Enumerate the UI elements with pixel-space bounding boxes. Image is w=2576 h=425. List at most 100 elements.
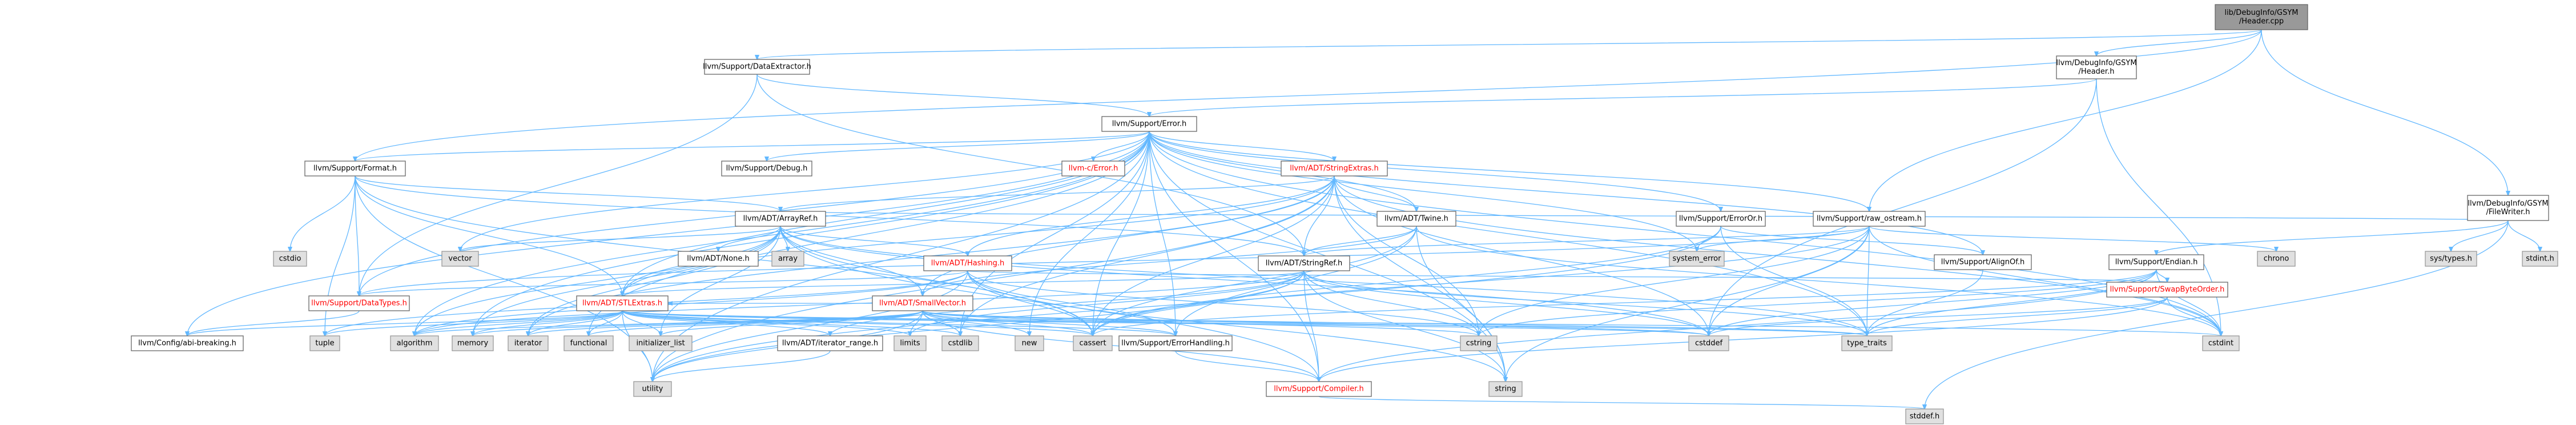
- node-debug[interactable]: llvm/Support/Debug.h: [721, 161, 812, 177]
- node-errorhandling[interactable]: llvm/Support/ErrorHandling.h: [1118, 335, 1233, 351]
- edge-smallvector-to-typetraits: [922, 310, 1867, 336]
- node-arrayref[interactable]: llvm/ADT/ArrayRef.h: [735, 211, 826, 227]
- node-errorh[interactable]: llvm/Support/ErrorOr.h: [1676, 211, 1766, 227]
- node-systemerror-label: system_error: [1673, 255, 1722, 263]
- node-rawostream-box: [1813, 211, 1926, 227]
- node-swapbyteorder[interactable]: llvm/Support/SwapByteOrder.h: [2106, 282, 2228, 298]
- edge-endian-to-cstdint: [2156, 269, 2221, 336]
- edge-errorh-to-utility: [653, 226, 1721, 382]
- node-filewriter[interactable]: llvm/DebugInfo/GSYM/FileWriter.h: [2467, 195, 2549, 221]
- edge-arrayref-to-vector: [460, 226, 781, 251]
- edge-stringref-to-utility: [653, 270, 1305, 382]
- node-gsymheader-label: /Header.h: [2079, 67, 2115, 76]
- edge-stlextras-to-cassert: [622, 310, 1093, 336]
- edge-root-to-filewriter: [2261, 29, 2508, 195]
- edge-filewriter-to-stddefh: [1925, 220, 2509, 409]
- edge-dataextractor-to-datatypes: [359, 74, 758, 296]
- node-swapbyteorder-label: llvm/Support/SwapByteOrder.h: [2110, 286, 2225, 294]
- node-datatypes[interactable]: llvm/Support/DataTypes.h: [308, 295, 410, 311]
- node-new: new: [1015, 335, 1044, 351]
- edge-stringextras-to-cstddef: [1334, 175, 1709, 336]
- node-stlextras-label: llvm/ADT/STLExtras.h: [582, 299, 662, 308]
- edge-format-to-cstdio: [290, 175, 356, 251]
- edge-root-to-dataextractor: [757, 29, 2262, 59]
- node-endian[interactable]: llvm/Support/Endian.h: [2108, 254, 2204, 270]
- edge-stringextras-to-stringref: [1304, 175, 1335, 256]
- edge-stlextras-to-iterator: [528, 310, 623, 336]
- node-cstdint: cstdint: [2202, 335, 2240, 351]
- edge-stlextras-to-errorhandling: [622, 310, 1176, 336]
- node-stddefh-label: stddef.h: [1910, 412, 1939, 421]
- node-smallvector[interactable]: llvm/ADT/SmallVector.h: [872, 295, 973, 311]
- edge-rawostream-to-stringref: [1304, 226, 1870, 256]
- edge-rawostream-to-cstddef: [1709, 226, 1870, 336]
- edge-smallvector-to-functional: [589, 310, 923, 336]
- edge-swapbyteorder-to-compiler: [1319, 296, 2168, 382]
- edge-arrayref-to-algorithm: [414, 226, 781, 336]
- edge-error-to-errorhandling: [1149, 131, 1176, 336]
- edge-stringextras-to-cstring: [1334, 175, 1479, 336]
- edge-stlextras-to-algorithm: [414, 310, 623, 336]
- node-cassert: cassert: [1073, 335, 1113, 351]
- node-twine[interactable]: llvm/ADT/Twine.h: [1376, 211, 1456, 227]
- node-endian-box: [2108, 254, 2204, 270]
- edge-stringextras-to-hashing: [968, 175, 1335, 256]
- edge-error-to-stringextras: [1149, 131, 1334, 161]
- node-initlist-label: initializer_list: [636, 339, 685, 348]
- node-gsymheader-label: llvm/DebugInfo/GSYM: [2056, 59, 2136, 67]
- node-cerror-box: [1061, 161, 1125, 177]
- node-utility: utility: [633, 381, 672, 397]
- node-arrayref-box: [735, 211, 826, 227]
- node-functional: functional: [564, 335, 614, 351]
- edge-errorh-to-alignof: [1720, 226, 1983, 255]
- edge-iterrange-to-utility: [653, 350, 831, 382]
- node-gsymheader[interactable]: llvm/DebugInfo/GSYM/Header.h: [2056, 55, 2137, 79]
- node-stringref[interactable]: llvm/ADT/StringRef.h: [1258, 255, 1350, 271]
- node-cstddef: cstddef: [1688, 335, 1729, 351]
- node-root-box: [2215, 4, 2308, 30]
- node-stringextras[interactable]: llvm/ADT/StringExtras.h: [1281, 161, 1388, 177]
- node-stlextras[interactable]: llvm/ADT/STLExtras.h: [576, 295, 669, 311]
- node-compiler[interactable]: llvm/Support/Compiler.h: [1266, 381, 1372, 397]
- node-dataextractor[interactable]: llvm/Support/DataExtractor.h: [703, 59, 811, 75]
- node-format[interactable]: llvm/Support/Format.h: [304, 161, 406, 177]
- node-none[interactable]: llvm/ADT/None.h: [678, 251, 759, 267]
- node-cstddef-box: [1688, 335, 1729, 351]
- edge-error-to-rawostream: [1149, 131, 1869, 211]
- edge-stlextras-to-limits: [622, 310, 910, 336]
- edge-error-to-cerror: [1093, 131, 1150, 161]
- edge-hashing-to-cassert: [967, 270, 1093, 336]
- edge-stlextras-to-memory: [473, 310, 623, 336]
- edge-error-to-systemerror: [1149, 131, 1697, 251]
- edge-smallvector-to-limits: [910, 310, 923, 336]
- edge-twine-to-smallvector: [923, 226, 1417, 296]
- node-rawostream[interactable]: llvm/Support/raw_ostream.h: [1813, 211, 1926, 227]
- edge-stringextras-to-twine: [1334, 175, 1416, 211]
- edge-smallvector-to-cstring: [922, 310, 1479, 336]
- edge-smallvector-to-cassert: [922, 310, 1093, 336]
- node-cerror[interactable]: llvm-c/Error.h: [1061, 161, 1125, 177]
- node-configbreaking-box: [131, 335, 244, 351]
- node-hashing[interactable]: llvm/ADT/Hashing.h: [923, 255, 1012, 271]
- edge-swapbyteorder-to-typetraits: [1867, 296, 2168, 336]
- edge-datatypes-to-configbreaking: [187, 310, 360, 336]
- edge-error-to-format: [355, 131, 1150, 161]
- edge-arrayref-to-memory: [473, 226, 781, 336]
- node-vector-label: vector: [448, 255, 472, 263]
- node-utility-box: [633, 381, 672, 397]
- node-iterator-label: iterator: [514, 339, 542, 348]
- edge-root-to-format: [355, 29, 2262, 161]
- node-alignof[interactable]: llvm/Support/AlignOf.h: [1934, 254, 2032, 270]
- node-stdinth: stdint.h: [2522, 251, 2558, 267]
- node-gsymheader-box: [2056, 55, 2137, 79]
- node-configbreaking[interactable]: llvm/Config/abi-breaking.h: [131, 335, 244, 351]
- node-iterrange[interactable]: llvm/ADT/iterator_range.h: [777, 335, 883, 351]
- node-error[interactable]: llvm/Support/Error.h: [1101, 116, 1197, 132]
- node-initlist: initializer_list: [629, 335, 693, 351]
- edge-rawostream-to-typetraits: [1867, 226, 1870, 336]
- edge-endian-to-typetraits: [1867, 269, 2157, 336]
- edge-arrayref-to-none: [718, 226, 781, 251]
- edge-stlextras-to-cstddef: [622, 310, 1709, 336]
- node-memory: memory: [452, 335, 494, 351]
- node-new-label: new: [1022, 339, 1037, 348]
